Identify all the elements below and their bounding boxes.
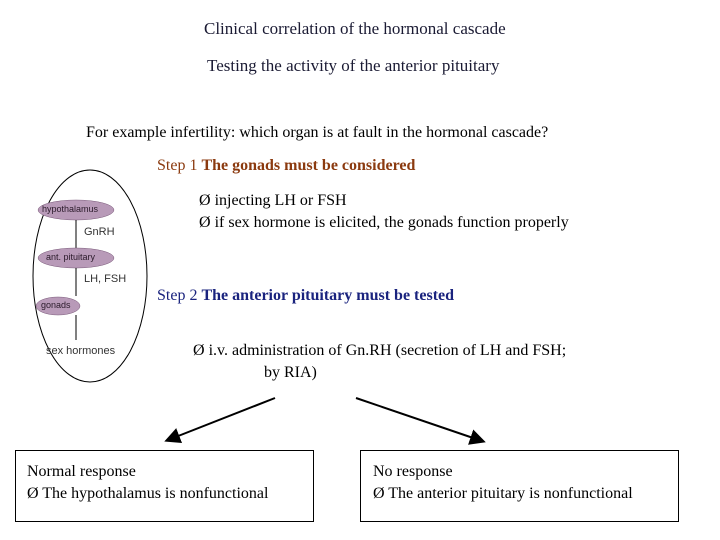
outcome-none-title: No response xyxy=(373,463,453,480)
arrow-left xyxy=(164,397,276,444)
step1-heading: The gonads must be considered xyxy=(201,157,416,174)
step1-bullet-1: Ø injecting LH or FSH xyxy=(199,192,347,210)
lh-fsh-label: LH, FSH xyxy=(84,273,127,285)
step1-label: Step 1 xyxy=(157,157,202,174)
step2-label: Step 2 xyxy=(157,287,202,304)
outcome-normal-box: Normal response Ø The hypothalamus is no… xyxy=(15,450,314,522)
arrow-bullet-icon: Ø xyxy=(193,342,205,359)
step2-line: Step 2 The anterior pituitary must be te… xyxy=(157,287,454,305)
gnrh-label: GnRH xyxy=(84,226,115,238)
outcome-normal-text-line: Ø The hypothalamus is nonfunctional xyxy=(27,485,268,503)
step2-bullet-continuation: by RIA) xyxy=(264,364,317,381)
outcome-normal-text: The hypothalamus is nonfunctional xyxy=(42,485,269,502)
outcome-none-text: The anterior pituitary is nonfunctional xyxy=(388,485,633,502)
sex-hormones-label: sex hormones xyxy=(46,345,116,357)
step1-bullet-2-text: if sex hormone is elicited, the gonads f… xyxy=(214,214,569,231)
arrow-bullet-icon: Ø xyxy=(27,485,39,502)
cascade-diagram xyxy=(32,169,148,383)
question-text: For example infertility: which organ is … xyxy=(86,124,549,141)
arrow-bullet-icon: Ø xyxy=(199,214,211,231)
outcome-normal-title: Normal response xyxy=(27,463,136,480)
page-subtitle: Testing the activity of the anterior pit… xyxy=(207,56,500,75)
arrow-bullet-icon: Ø xyxy=(373,485,385,502)
page-title: Clinical correlation of the hormonal cas… xyxy=(204,19,506,38)
arrow-bullet-icon: Ø xyxy=(199,192,211,209)
gonads-oval xyxy=(35,296,81,316)
diagram-outline xyxy=(32,169,148,383)
step1-bullet-1-text: injecting LH or FSH xyxy=(214,192,347,209)
outcome-none-box: No response Ø The anterior pituitary is … xyxy=(360,450,679,522)
step1-line: Step 1 The gonads must be considered xyxy=(157,157,415,175)
hypothalamus-label: hypothalamus xyxy=(42,204,99,214)
pituitary-label: ant. pituitary xyxy=(46,252,96,262)
arrow-right xyxy=(355,397,486,445)
gonads-label: gonads xyxy=(41,300,71,310)
step2-bullet: Ø i.v. administration of Gn.RH (secretio… xyxy=(193,342,566,360)
step2-heading: The anterior pituitary must be tested xyxy=(201,287,455,304)
outcome-none-text-line: Ø The anterior pituitary is nonfunctiona… xyxy=(373,485,633,503)
step2-bullet-text-1: i.v. administration of Gn.RH (secretion … xyxy=(208,342,567,359)
step1-bullet-2: Ø if sex hormone is elicited, the gonads… xyxy=(199,214,569,232)
